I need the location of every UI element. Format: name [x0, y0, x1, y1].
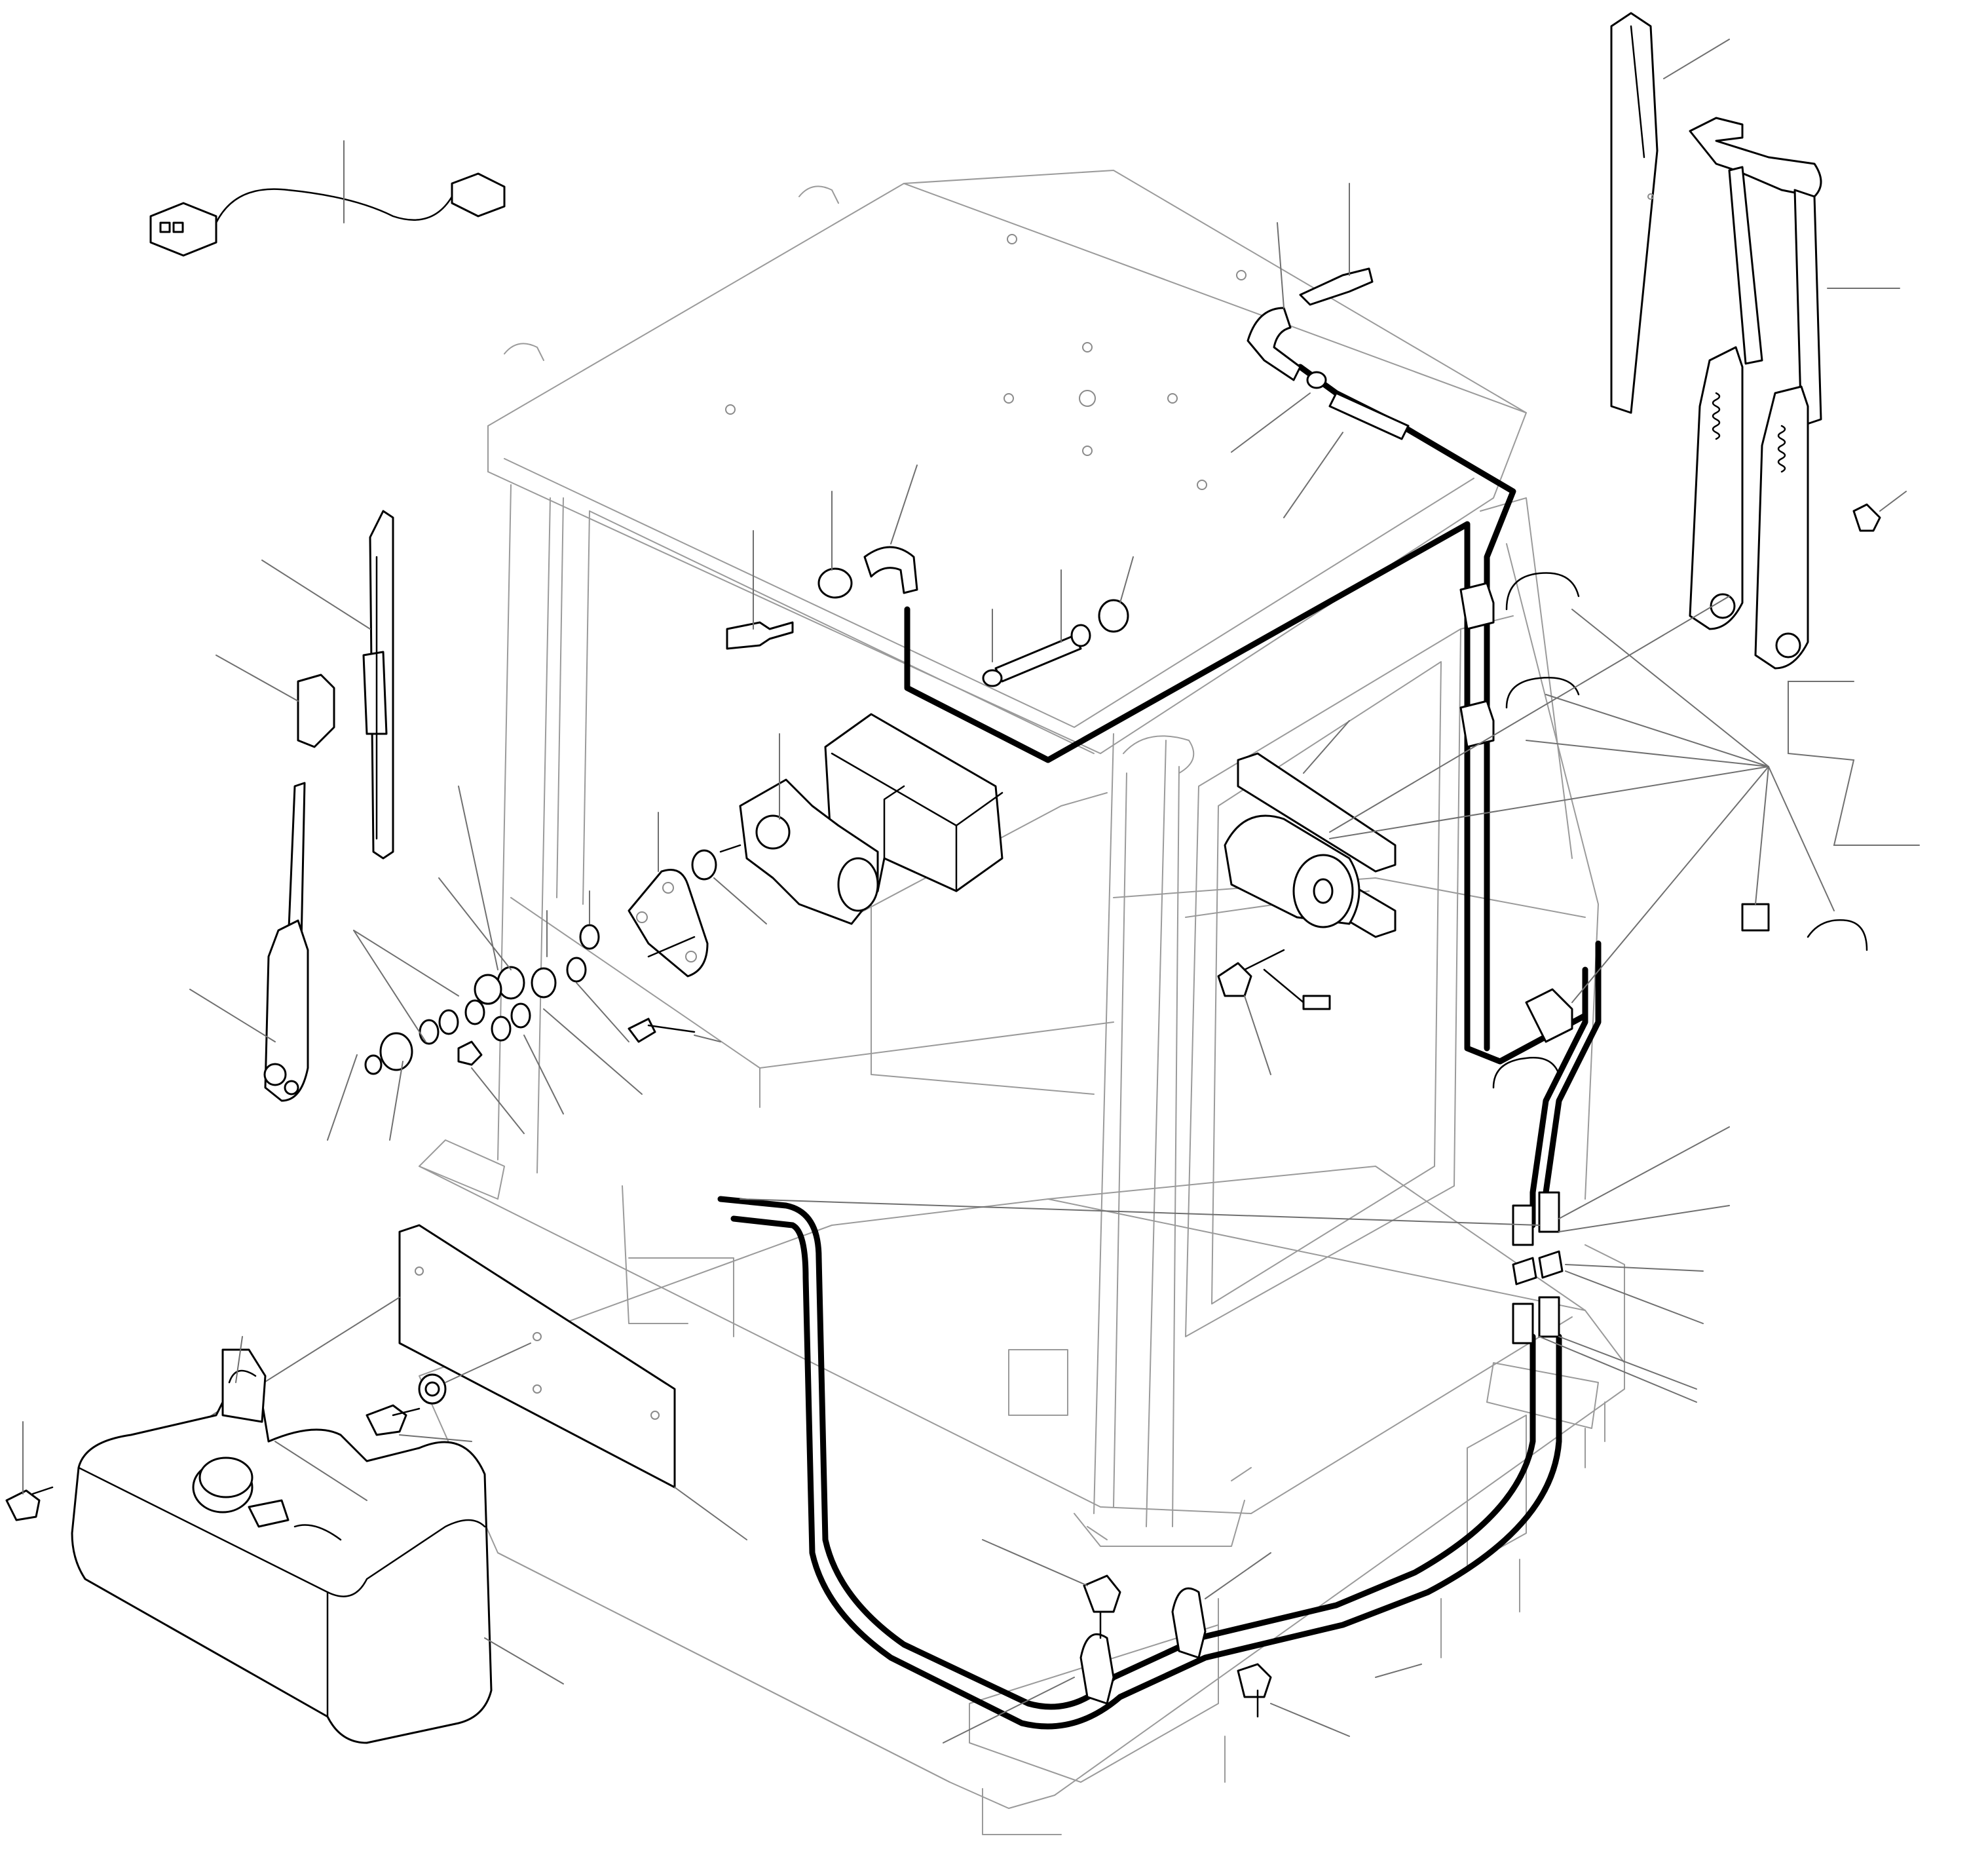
front-wiper-blade: [216, 510, 394, 860]
front-wiper-motor-assembly: [327, 713, 1003, 1141]
rear-wiper-arms: [1689, 117, 1907, 670]
hose-clips: [1329, 572, 1920, 1089]
front-wiper-arm: [189, 782, 309, 1102]
tank-mount-plate: [170, 1224, 747, 1540]
hose-clamps: [943, 1539, 1422, 1743]
wiper-harness: [149, 140, 506, 257]
washer-tank: [5, 1336, 564, 1744]
hose-connectors: [740, 1126, 1730, 1403]
washer-hoses: [717, 364, 1602, 1730]
rear-wiper-blade: [1610, 12, 1730, 414]
rear-wiper-motor: [1217, 720, 1397, 1075]
washer-nozzles: [726, 183, 1410, 687]
